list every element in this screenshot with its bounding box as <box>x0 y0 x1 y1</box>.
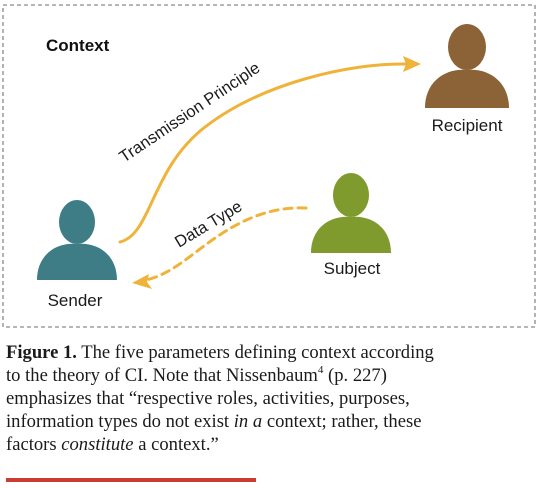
recipient-label: Recipient <box>432 116 503 135</box>
data-type-arrow <box>144 206 308 282</box>
figure-label: Figure 1. <box>6 342 77 363</box>
subject-person-icon <box>311 173 391 253</box>
context-diagram: Context Transmission Principle Data Type… <box>2 4 536 328</box>
caption-line-4: information types do not exist in a cont… <box>6 410 536 433</box>
caption-text: The five parameters defining context acc… <box>76 342 434 363</box>
caption-line-2: to the theory of CI. Note that Nissenbau… <box>6 364 536 387</box>
subject-label: Subject <box>324 259 381 278</box>
caption-text: context; rather, these <box>262 411 422 432</box>
transmission-arrow <box>118 62 408 244</box>
caption-underline <box>6 478 256 482</box>
footnote-reference: 4 <box>317 363 324 376</box>
caption-emphasis: constitute <box>61 434 134 455</box>
context-frame <box>2 4 536 328</box>
caption-text: information types do not exist <box>6 411 234 432</box>
transmission-arrowhead-icon <box>403 56 421 72</box>
caption-emphasis: in a <box>233 411 263 432</box>
sender-person-icon <box>37 200 117 280</box>
caption-line-3: emphasizes that “respective roles, activ… <box>6 388 410 409</box>
caption-text: factors <box>6 434 62 455</box>
context-label: Context <box>46 36 110 55</box>
caption-text: (p. 227) <box>323 365 387 386</box>
sender-label: Sender <box>48 291 103 310</box>
data-type-arrowhead-icon <box>132 274 152 289</box>
figure-caption: Figure 1. The five parameters defining c… <box>6 341 536 456</box>
recipient-person-icon <box>425 24 509 108</box>
caption-text: to the theory of CI. Note that Nissenbau… <box>6 365 318 386</box>
caption-text: a context.” <box>133 434 219 455</box>
caption-line-5: factors constitute a context.” <box>6 433 536 456</box>
caption-line-1: Figure 1. The five parameters defining c… <box>6 341 536 364</box>
transmission-principle-label: Transmission Principle <box>116 59 263 166</box>
